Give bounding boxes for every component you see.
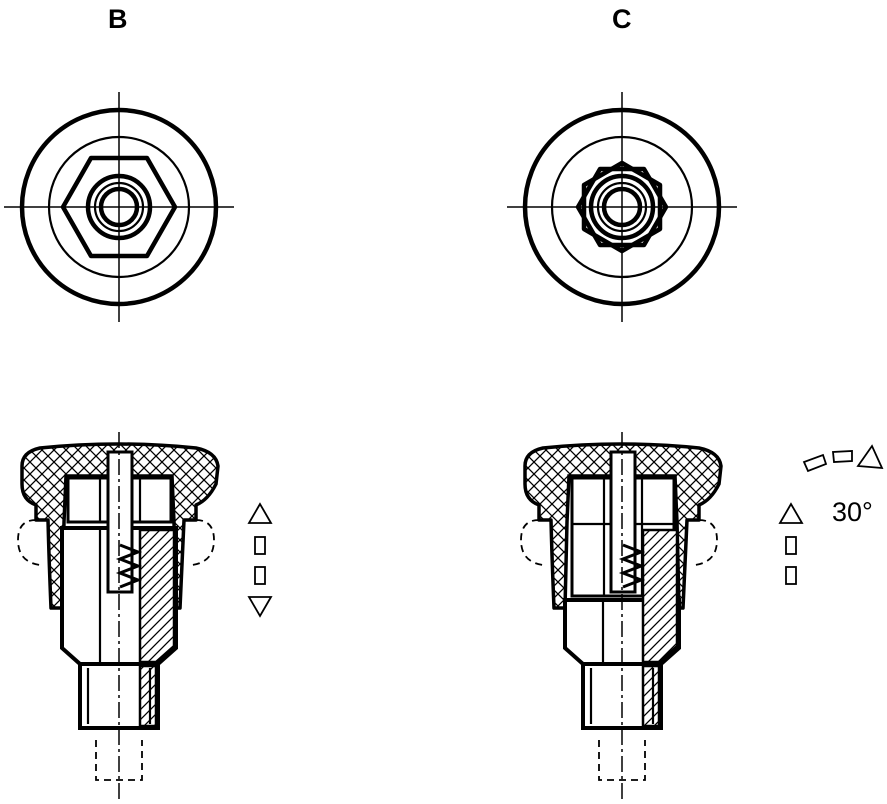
section-view-b bbox=[17, 432, 220, 800]
linear-motion-arrows-c bbox=[778, 502, 804, 585]
top-view-b bbox=[4, 92, 234, 322]
variant-b-label: B bbox=[108, 4, 128, 34]
rotation-arrow-icon bbox=[802, 444, 884, 473]
section-view-c bbox=[520, 432, 723, 800]
variant-c-label: C bbox=[612, 4, 632, 34]
rotation-angle-label: 30° bbox=[832, 497, 873, 527]
linear-motion-arrows-b bbox=[247, 502, 273, 618]
spring-c bbox=[618, 543, 646, 589]
top-view-c bbox=[507, 92, 737, 322]
spring-b bbox=[115, 543, 143, 589]
